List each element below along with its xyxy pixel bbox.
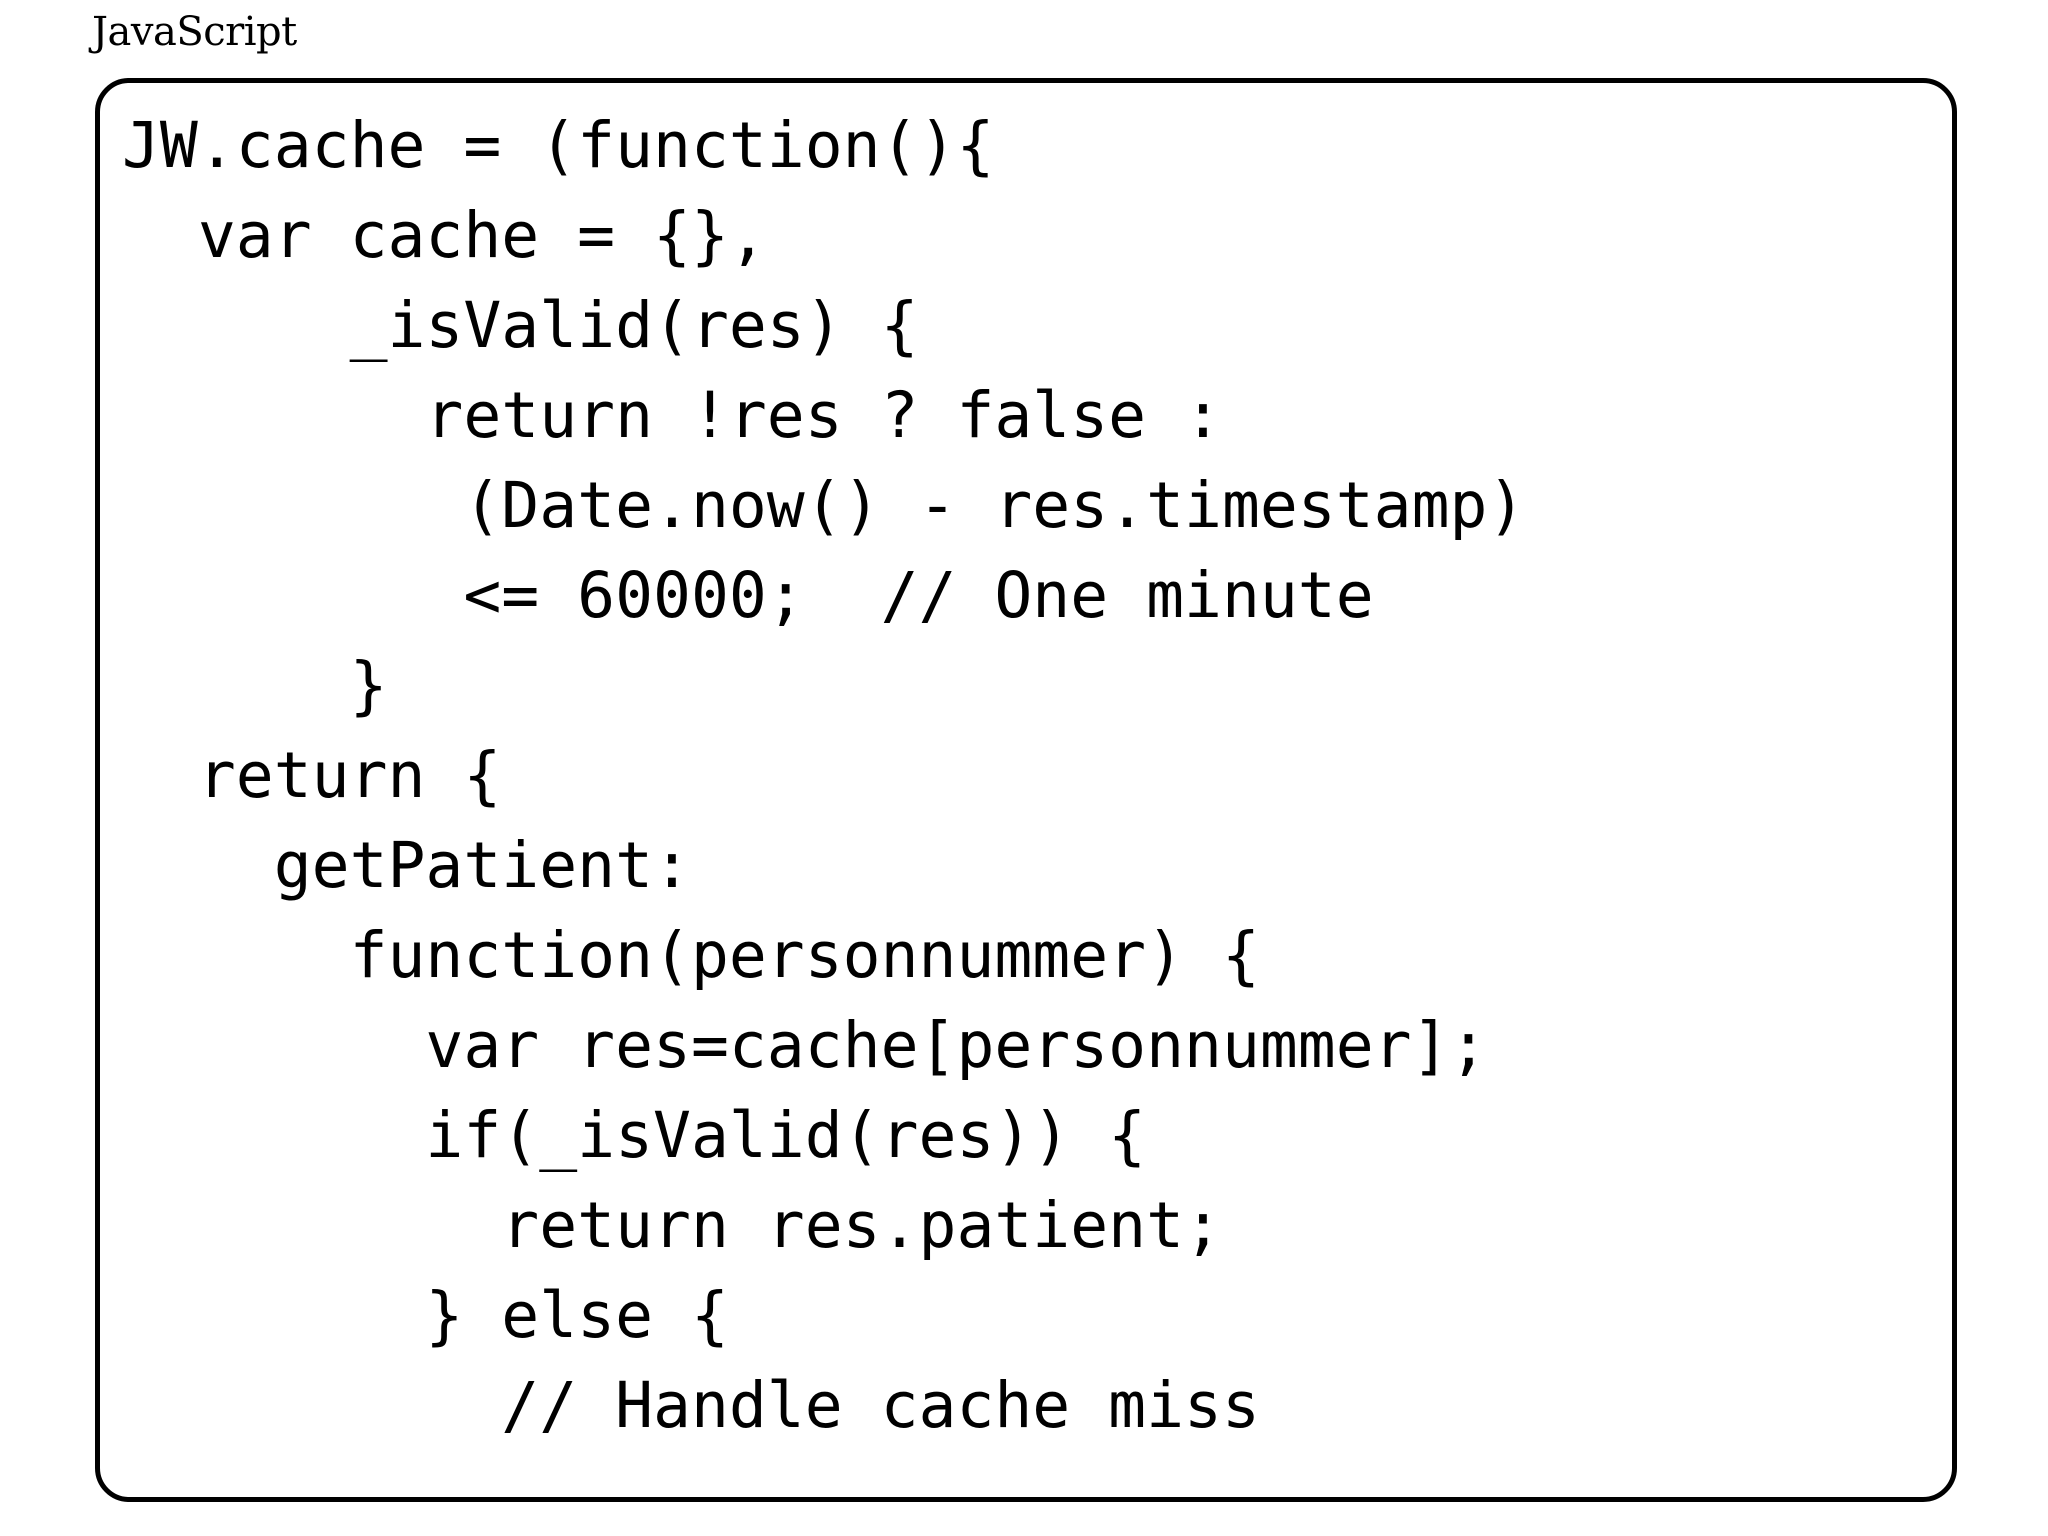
code-line: getPatient:	[122, 829, 691, 902]
code-line: } else {	[122, 1279, 729, 1352]
code-line: return !res ? false :	[122, 379, 1222, 452]
code-block: JW.cache = (function(){ var cache = {}, …	[122, 101, 1952, 1451]
code-line: if(_isValid(res)) {	[122, 1099, 1147, 1172]
code-frame: JW.cache = (function(){ var cache = {}, …	[95, 78, 1957, 1502]
code-line: var cache = {},	[122, 199, 767, 272]
code-line: return {	[122, 739, 502, 812]
code-line: // Handle cache miss	[122, 1369, 1260, 1442]
code-line: }	[122, 649, 388, 722]
code-line: _isValid(res) {	[122, 289, 919, 362]
language-label: JavaScript	[92, 9, 297, 55]
code-line: (Date.now() - res.timestamp)	[122, 469, 1526, 542]
code-line: function(personnummer) {	[122, 919, 1260, 992]
code-line: JW.cache = (function(){	[122, 109, 995, 182]
code-line: <= 60000; // One minute	[122, 559, 1374, 632]
code-line: return res.patient;	[122, 1189, 1222, 1262]
code-line: var res=cache[personnummer];	[122, 1009, 1488, 1082]
